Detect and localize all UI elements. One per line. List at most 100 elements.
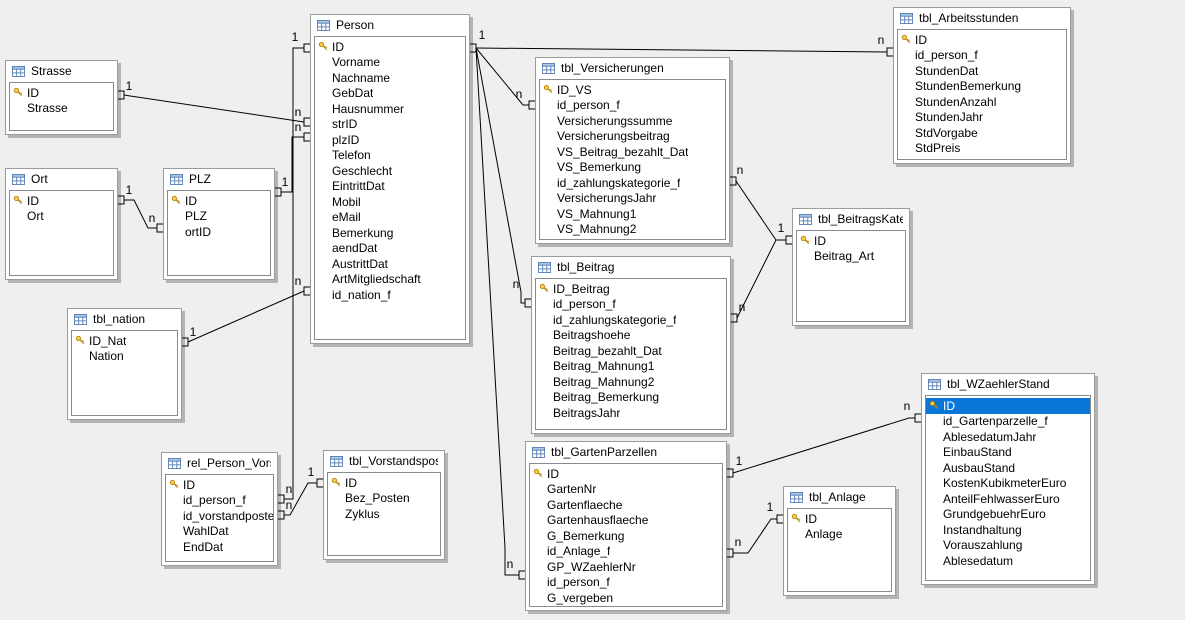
field-row[interactable]: AustrittDat xyxy=(315,256,465,272)
field-row[interactable]: WahlDat xyxy=(166,524,273,540)
field-row[interactable]: id_nation_f xyxy=(315,287,465,303)
field-row[interactable]: Nation xyxy=(72,349,177,365)
field-row[interactable]: Geschlecht xyxy=(315,163,465,179)
field-row[interactable]: VS_Bemerkung xyxy=(540,160,725,176)
field-row[interactable]: id_person_f xyxy=(166,493,273,509)
table-title-bar[interactable]: tbl_BeitragsKateg xyxy=(793,209,909,229)
field-row[interactable]: Vorauszahlung xyxy=(926,538,1090,554)
field-row[interactable]: GP_WZaehlerNr xyxy=(530,559,722,575)
relationship-line[interactable] xyxy=(475,47,888,53)
field-row[interactable]: ID_Beitrag xyxy=(536,281,726,297)
field-row[interactable]: VS_Beitrag_bezahlt_Dat xyxy=(540,144,725,160)
relationship-line[interactable] xyxy=(187,290,305,343)
field-row[interactable]: Beitragshoehe xyxy=(536,328,726,344)
field-row[interactable]: G_vergeben xyxy=(530,590,722,606)
relationship-line[interactable] xyxy=(124,199,157,229)
field-row[interactable]: Anlage xyxy=(788,527,891,543)
table-title-bar[interactable]: Person xyxy=(311,15,469,35)
field-row[interactable]: id_Anlage_f xyxy=(530,544,722,560)
table-rel-person-vorstand[interactable]: rel_Person_VorstaIDid_person_fid_vorstan… xyxy=(161,452,278,566)
table-title-bar[interactable]: Strasse xyxy=(6,61,117,81)
field-row[interactable]: Instandhaltung xyxy=(926,522,1090,538)
field-row[interactable]: eMail xyxy=(315,210,465,226)
field-row[interactable]: Versicherungssumme xyxy=(540,113,725,129)
field-row[interactable]: ArtMitgliedschaft xyxy=(315,272,465,288)
field-row[interactable]: id_person_f xyxy=(898,48,1066,64)
field-row[interactable]: Ablesedatum xyxy=(926,553,1090,569)
field-row[interactable]: ID xyxy=(166,477,273,493)
field-row[interactable]: ID xyxy=(788,511,891,527)
field-row[interactable]: ID xyxy=(797,233,905,249)
field-row[interactable]: ID xyxy=(898,32,1066,48)
relationship-line[interactable] xyxy=(475,47,525,304)
field-row[interactable]: ID xyxy=(10,193,113,209)
relationship-line[interactable] xyxy=(732,417,915,474)
field-row[interactable]: AblesedatumJahr xyxy=(926,429,1090,445)
relationship-line[interactable] xyxy=(733,518,777,554)
field-row[interactable]: ortID xyxy=(168,224,270,240)
field-row[interactable]: id_vorstandposte xyxy=(166,508,273,524)
field-row[interactable]: StundenDat xyxy=(898,63,1066,79)
field-row[interactable]: BeitragsJahr xyxy=(536,405,726,421)
table-title-bar[interactable]: tbl_WZaehlerStand xyxy=(922,374,1094,394)
field-row[interactable]: Beitrag_Mahnung2 xyxy=(536,374,726,390)
field-row[interactable]: ID xyxy=(315,39,465,55)
table-title-bar[interactable]: tbl_GartenParzellen xyxy=(526,442,726,462)
field-row[interactable]: ID_Nat xyxy=(72,333,177,349)
field-row[interactable]: Vorname xyxy=(315,55,465,71)
field-row[interactable]: Beitrag_Bemerkung xyxy=(536,390,726,406)
field-row[interactable]: Bez_Posten xyxy=(328,491,440,507)
field-row[interactable]: Strasse xyxy=(10,101,113,117)
table-title-bar[interactable]: tbl_Beitrag xyxy=(532,257,730,277)
field-row[interactable]: Hausnummer xyxy=(315,101,465,117)
table-title-bar[interactable]: tbl_Anlage xyxy=(784,487,895,507)
field-row[interactable]: id_person_f xyxy=(536,297,726,313)
field-row[interactable]: Bemerkung xyxy=(315,225,465,241)
relationship-line[interactable] xyxy=(123,94,305,123)
field-row[interactable]: EinbauStand xyxy=(926,445,1090,461)
field-row[interactable]: GebDat xyxy=(315,86,465,102)
field-row[interactable]: Nachname xyxy=(315,70,465,86)
relationship-line[interactable] xyxy=(736,239,786,319)
field-row[interactable]: ID_VS xyxy=(540,82,725,98)
relationship-line[interactable] xyxy=(281,136,304,193)
field-row[interactable]: StdVorgabe xyxy=(898,125,1066,141)
field-row[interactable]: StundenBemerkung xyxy=(898,79,1066,95)
field-row[interactable]: VersicherungsJahr xyxy=(540,191,725,207)
field-row[interactable]: Versicherungsbeitrag xyxy=(540,129,725,145)
field-row[interactable]: Ort xyxy=(10,209,113,225)
field-row[interactable]: AnteilFehlwasserEuro xyxy=(926,491,1090,507)
field-row[interactable]: aendDat xyxy=(315,241,465,257)
field-row[interactable]: ID xyxy=(168,193,270,209)
table-title-bar[interactable]: rel_Person_Vorsta xyxy=(162,453,277,473)
field-row[interactable]: Gartenhausflaeche xyxy=(530,513,722,529)
table-title-bar[interactable]: tbl_Vorstandspos xyxy=(324,451,444,471)
table-tbl-beitragskateg[interactable]: tbl_BeitragsKategIDBeitrag_Art xyxy=(792,208,910,326)
field-row[interactable]: id_person_f xyxy=(530,575,722,591)
field-row[interactable]: VS_Mahnung2 xyxy=(540,222,725,238)
field-row[interactable]: EndDat xyxy=(166,539,273,555)
field-row[interactable]: id_zahlungskategorie_f xyxy=(540,175,725,191)
field-row[interactable]: ID xyxy=(328,475,440,491)
table-title-bar[interactable]: tbl_Versicherungen xyxy=(536,58,729,78)
field-row[interactable]: Telefon xyxy=(315,148,465,164)
relationship-line[interactable] xyxy=(284,482,317,516)
table-title-bar[interactable]: tbl_nation xyxy=(68,309,181,329)
field-row[interactable]: Beitrag_Art xyxy=(797,249,905,265)
relationship-line[interactable] xyxy=(735,180,786,241)
field-row[interactable]: ID xyxy=(10,85,113,101)
table-title-bar[interactable]: PLZ xyxy=(164,169,274,189)
field-row[interactable]: plzID xyxy=(315,132,465,148)
field-row[interactable]: G_Bemerkung xyxy=(530,528,722,544)
field-row[interactable]: StdPreis xyxy=(898,141,1066,157)
field-row[interactable]: PLZ xyxy=(168,209,270,225)
field-row[interactable]: Beitrag_Mahnung1 xyxy=(536,359,726,375)
field-row[interactable]: ID xyxy=(926,398,1090,414)
